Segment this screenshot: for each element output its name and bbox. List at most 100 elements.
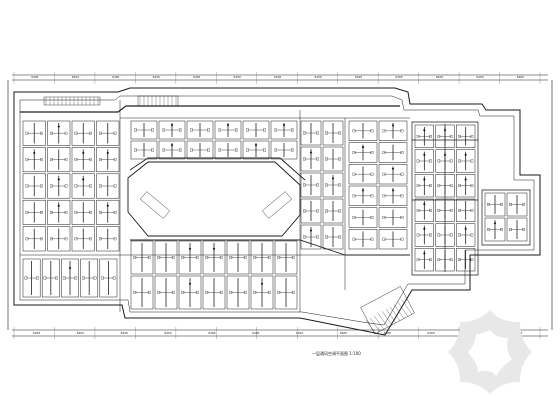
stair-bottom-right xyxy=(360,286,415,335)
diffuser xyxy=(352,172,356,176)
diffuser xyxy=(162,128,165,132)
room-cell xyxy=(47,147,71,173)
dimension-label-top: 8400 xyxy=(274,75,281,79)
room-cell xyxy=(456,124,476,148)
diffuser xyxy=(64,211,68,214)
diffuser xyxy=(325,209,328,213)
diffuser xyxy=(99,237,102,241)
lower-duct xyxy=(130,239,410,256)
diffuser xyxy=(207,128,210,132)
diffuser xyxy=(470,208,474,212)
diffuser xyxy=(93,276,97,280)
diffuser xyxy=(113,211,117,214)
room-cell xyxy=(214,120,242,140)
diffuser xyxy=(40,131,43,135)
room-cell xyxy=(47,173,71,199)
air-diffusers xyxy=(24,123,525,294)
dimension-label-top: 8400 xyxy=(112,75,119,79)
room-cell xyxy=(154,240,178,275)
diffuser xyxy=(157,291,161,294)
room-cell xyxy=(22,258,41,298)
room-cell xyxy=(506,217,528,242)
diffuser xyxy=(338,209,341,213)
diffuser xyxy=(25,158,29,161)
diffuser xyxy=(437,208,441,212)
diffuser xyxy=(157,256,161,259)
room-cell xyxy=(178,240,202,275)
diffuser xyxy=(219,291,223,294)
diffuser xyxy=(303,131,306,135)
diffuser xyxy=(64,184,68,188)
diffuser xyxy=(50,131,53,135)
diffuser xyxy=(449,159,453,163)
diffuser xyxy=(253,291,257,294)
dimension-label-bottom: 8400 xyxy=(340,331,347,335)
diffuser xyxy=(40,184,43,188)
diffuser xyxy=(352,194,356,198)
diffuser xyxy=(82,276,85,280)
room-cell xyxy=(186,120,214,140)
diffuser xyxy=(99,211,102,214)
diffuser xyxy=(219,256,223,259)
hvac-rooms xyxy=(22,120,528,310)
diffuser xyxy=(303,157,306,161)
central-atrium xyxy=(127,161,301,237)
diffuser xyxy=(89,158,92,161)
diffuser xyxy=(151,128,154,132)
room-cell xyxy=(96,199,120,225)
diffuser xyxy=(40,158,43,161)
diffuser xyxy=(190,148,193,152)
diffuser xyxy=(325,157,328,161)
room-cell xyxy=(158,120,186,140)
room-cell xyxy=(202,275,226,310)
diffuser xyxy=(382,237,386,241)
stair-tread xyxy=(385,308,397,324)
room-cell xyxy=(300,120,322,146)
exhaust-point xyxy=(443,153,447,156)
room-cell xyxy=(226,275,250,310)
diffuser xyxy=(195,256,199,259)
exhaust-point xyxy=(33,151,36,155)
diffuser xyxy=(25,131,29,135)
diffuser xyxy=(370,237,374,241)
diffuser xyxy=(253,256,257,259)
dimension-label-top: 8400 xyxy=(234,75,241,79)
room-cell xyxy=(456,248,476,272)
diffuser xyxy=(36,276,39,280)
exhaust-point xyxy=(57,125,60,128)
stair-hatches xyxy=(43,95,415,335)
dimension-label-top: 8400 xyxy=(355,75,362,79)
diffuser xyxy=(437,134,441,138)
dimension-label-top: 8400 xyxy=(517,75,524,79)
dimension-label-top: 8400 xyxy=(153,75,160,79)
room-cell xyxy=(250,275,274,310)
room-cell xyxy=(154,275,178,310)
diffuser xyxy=(429,184,432,188)
diffuser xyxy=(267,256,271,259)
diffuser xyxy=(500,228,503,231)
outer-wall xyxy=(13,87,541,336)
stair-top-left xyxy=(43,96,101,106)
room-cell xyxy=(300,172,322,198)
dimension-label-top: 8400 xyxy=(395,75,402,79)
diffuser xyxy=(190,128,193,132)
diffuser xyxy=(458,233,461,237)
diffuser xyxy=(400,237,404,241)
diffuser xyxy=(246,128,249,132)
exhaust-point xyxy=(464,178,467,181)
room-cell xyxy=(22,226,46,252)
room-cell xyxy=(506,192,528,217)
diffuser xyxy=(400,172,404,176)
diffuser xyxy=(487,228,490,231)
diffuser xyxy=(458,208,461,212)
room-cell xyxy=(47,226,71,252)
diffuser xyxy=(325,183,328,187)
diffuser xyxy=(207,148,210,152)
exhaust-point xyxy=(309,229,313,232)
exhaust-point xyxy=(260,282,264,285)
exhaust-point xyxy=(57,178,60,181)
dimension-label-bottom: 8400 xyxy=(296,331,303,335)
stair-tread xyxy=(389,306,401,321)
diffuser xyxy=(101,276,104,280)
room-cell xyxy=(96,226,120,252)
